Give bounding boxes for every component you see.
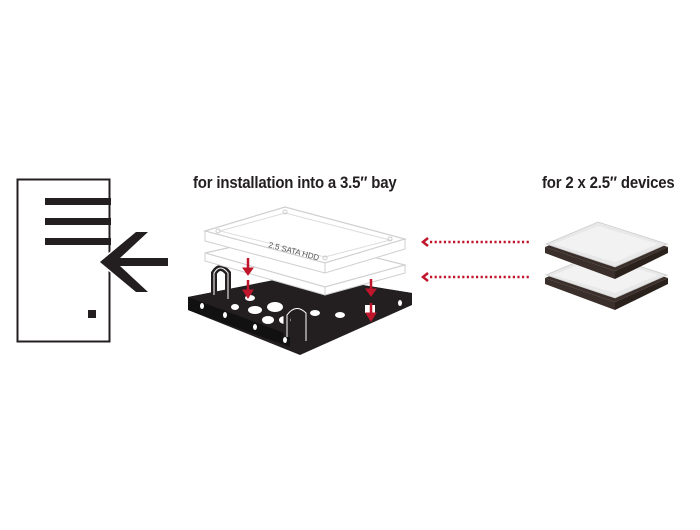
hdd-assembly: 2.5 SATA HDD [180, 195, 420, 365]
devices-label: for 2 x 2.5″ devices [542, 173, 675, 192]
dotted-arrow-left-icon [420, 236, 532, 248]
hdd-icon: 2.5 SATA HDD [202, 206, 408, 274]
arrow-left-icon [97, 230, 170, 294]
computer-case-icon [14, 178, 184, 346]
dotted-arrow-left-icon [420, 271, 532, 283]
arrow-down-icon [242, 258, 377, 322]
bay-label: for installation into a 3.5″ bay [193, 173, 397, 192]
hdd-icon [544, 221, 669, 279]
devices-stack [543, 220, 673, 320]
